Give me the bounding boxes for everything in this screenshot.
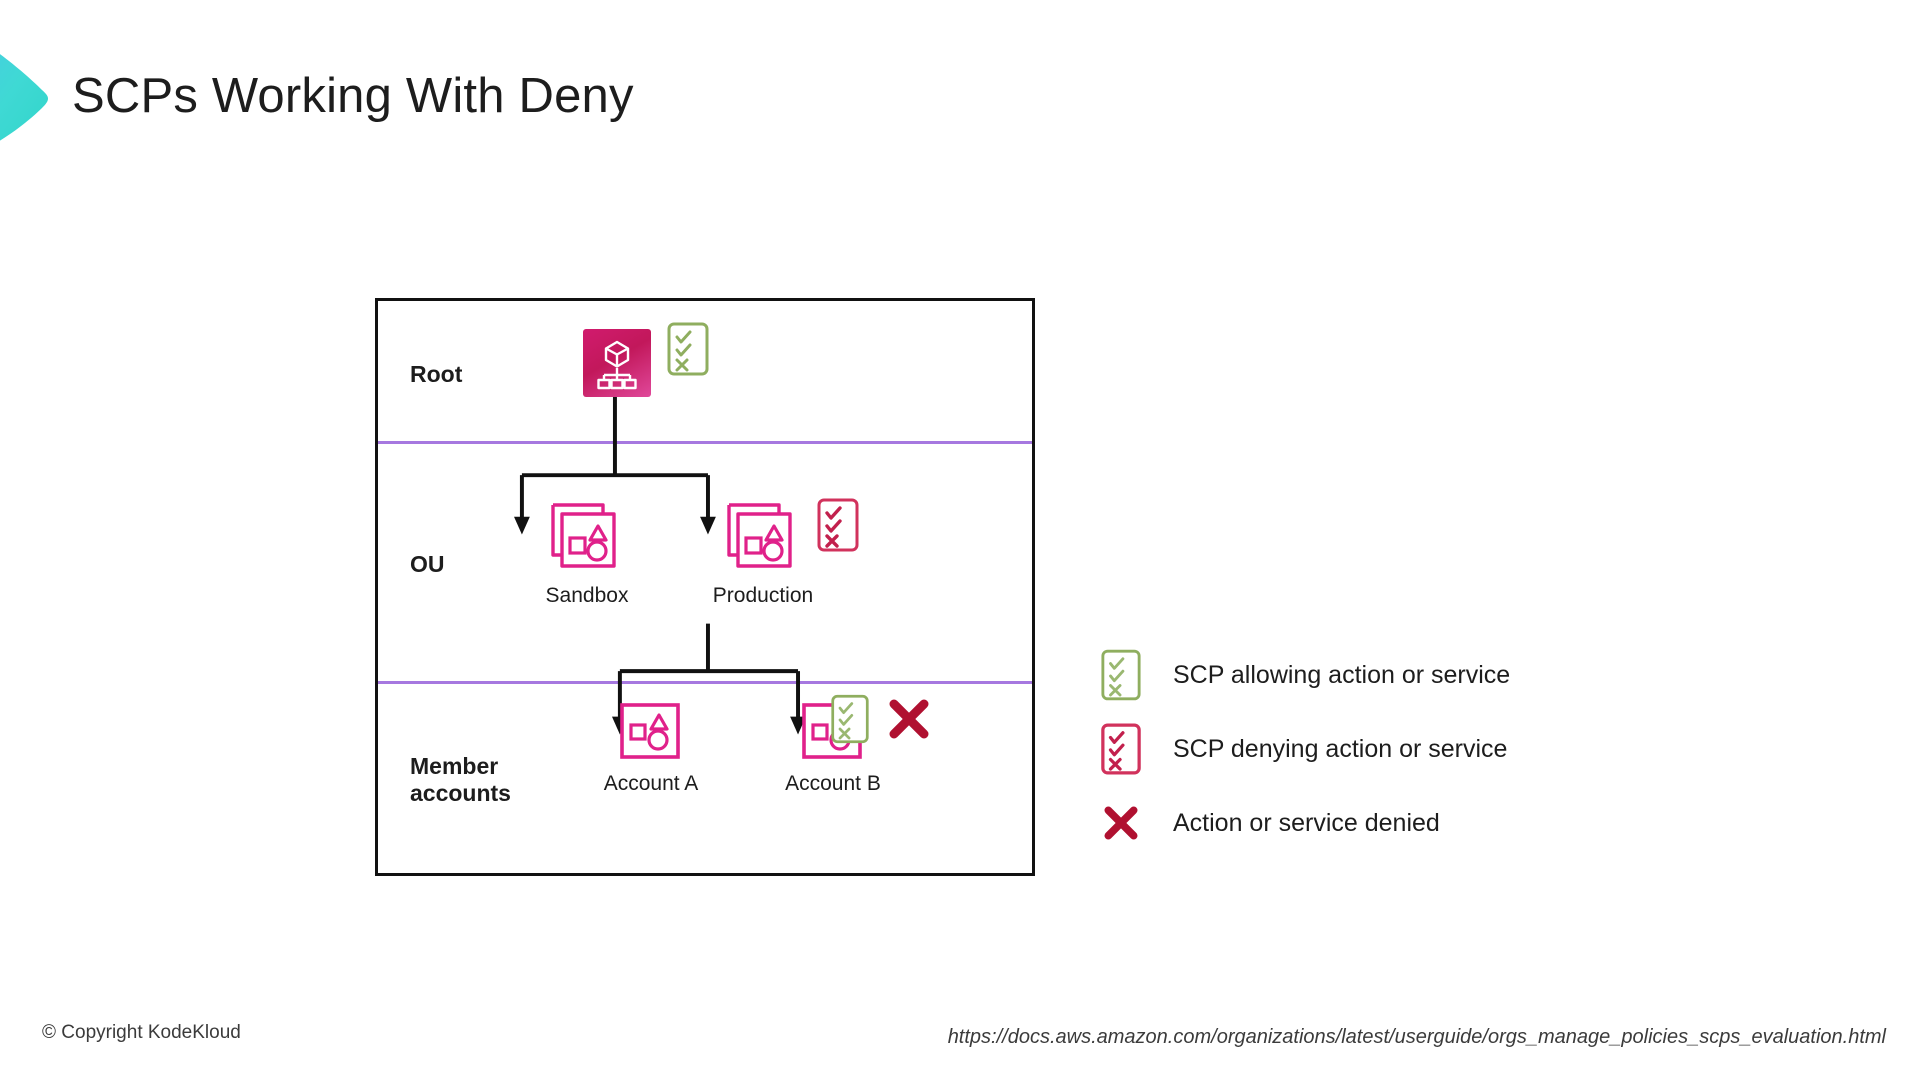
- denied-x-icon: [1095, 801, 1147, 845]
- scp-evaluation-diagram: Root OU Member accounts: [375, 298, 1035, 876]
- source-url: https://docs.aws.amazon.com/organization…: [947, 1026, 1886, 1048]
- organizational-unit-icon: [727, 503, 792, 568]
- legend-label-scp-deny: SCP denying action or service: [1173, 734, 1508, 763]
- legend-item-scp-deny: SCP denying action or service: [1095, 712, 1615, 786]
- legend-item-denied: Action or service denied: [1095, 786, 1615, 860]
- node-caption-production: Production: [712, 584, 814, 607]
- row-divider-ou-member: [378, 681, 1032, 684]
- scp-allow-icon-root: [667, 322, 709, 376]
- row-label-ou: OU: [410, 551, 445, 577]
- scp-allow-icon: [1095, 648, 1147, 702]
- denied-x-icon-account-b: [889, 699, 929, 739]
- node-sandbox-ou[interactable]: Sandbox: [512, 499, 662, 608]
- legend-label-denied: Action or service denied: [1173, 808, 1440, 837]
- organizational-unit-icon: [551, 503, 616, 568]
- row-divider-root-ou: [378, 441, 1032, 444]
- node-production-ou[interactable]: Production: [688, 499, 838, 608]
- node-caption-sandbox: Sandbox: [545, 584, 629, 607]
- legend-label-scp-allow: SCP allowing action or service: [1173, 660, 1511, 689]
- node-caption-account-b: Account B: [785, 772, 881, 795]
- node-account-a[interactable]: Account A: [576, 701, 726, 796]
- legend-item-scp-allow: SCP allowing action or service: [1095, 638, 1615, 712]
- scp-deny-icon: [1095, 722, 1147, 776]
- scp-deny-icon-production: [817, 498, 859, 552]
- page-title: SCPs Working With Deny: [72, 69, 634, 123]
- copyright-notice: © Copyright KodeKloud: [42, 1022, 241, 1043]
- node-root[interactable]: [583, 329, 651, 397]
- scp-allow-icon-account-b: [831, 694, 869, 744]
- aws-organizations-root-icon: [583, 329, 651, 397]
- member-account-icon: [620, 703, 680, 759]
- node-caption-account-a: Account A: [603, 772, 699, 795]
- row-label-member-accounts: Member accounts: [410, 753, 511, 807]
- legend: SCP allowing action or service SCP denyi…: [1095, 638, 1615, 860]
- kodekloud-chevron-logo: [0, 54, 48, 141]
- row-label-root: Root: [410, 361, 463, 387]
